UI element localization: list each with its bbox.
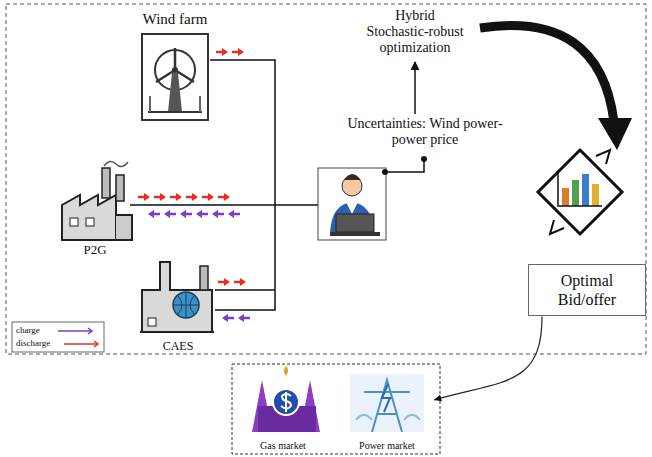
flow-arrow <box>222 48 228 56</box>
flow-arrow <box>228 210 234 218</box>
flow-arrow <box>238 314 244 322</box>
wiring <box>130 60 318 310</box>
legend-label: charge <box>16 326 40 335</box>
flow-arrow <box>224 193 230 201</box>
legend-sample <box>64 343 98 345</box>
legend-sample <box>88 328 92 334</box>
p2g-icon <box>62 161 132 240</box>
component-node: P2G <box>52 160 138 258</box>
legend-frame <box>12 322 104 352</box>
market-boundary <box>232 364 440 454</box>
node-label: Wind farm <box>143 10 208 28</box>
system-boundary <box>6 4 646 354</box>
annotation-label: Stochastic-robust optimization <box>351 24 479 56</box>
flow-arrow <box>212 210 218 218</box>
flow-arrow <box>238 48 244 56</box>
component-node: Gas market <box>240 372 326 452</box>
arrow-head <box>434 395 442 402</box>
annotation-label: Hybrid <box>355 8 475 24</box>
component-node: Wind farm <box>128 10 222 122</box>
bid-icon <box>538 150 622 234</box>
legend-sample <box>94 341 98 347</box>
flow-arrows <box>138 48 250 322</box>
gas-market-icon <box>252 366 320 432</box>
bid-connector <box>434 316 542 400</box>
flow-arrow <box>144 193 150 201</box>
annotation-label: Uncertainties: Wind power- power price <box>339 116 511 148</box>
legend-label: discharge <box>16 339 50 348</box>
component-node: Power market <box>342 372 432 452</box>
legend-sample <box>58 330 92 332</box>
flow-arrow <box>222 314 228 322</box>
flow-arrow <box>160 193 166 201</box>
flow-arrow <box>192 193 198 201</box>
connector-line <box>434 316 542 400</box>
output-box: Optimal Bid/offer <box>528 264 646 316</box>
node-label: CAES <box>163 339 194 353</box>
flow-arrow <box>180 210 186 218</box>
flow-arrow <box>164 210 170 218</box>
power-market-icon <box>350 374 424 432</box>
flow-arrow <box>224 278 230 286</box>
flow-arrow <box>148 210 154 218</box>
feedback-arrow <box>480 26 632 150</box>
wind-farm-icon <box>142 34 208 120</box>
component-node: CAES <box>134 255 222 353</box>
flow-arrow <box>176 193 182 201</box>
flow-arrow <box>208 193 214 201</box>
caes-icon <box>140 262 214 332</box>
flow-arrow <box>196 210 202 218</box>
node-label: Optimal Bid/offer <box>535 271 639 309</box>
node-label: P2G <box>83 242 106 258</box>
operator-icon <box>318 168 386 240</box>
flow-arrow <box>240 278 246 286</box>
node-label: Gas market <box>260 440 306 452</box>
node-label: Power market <box>359 440 415 452</box>
